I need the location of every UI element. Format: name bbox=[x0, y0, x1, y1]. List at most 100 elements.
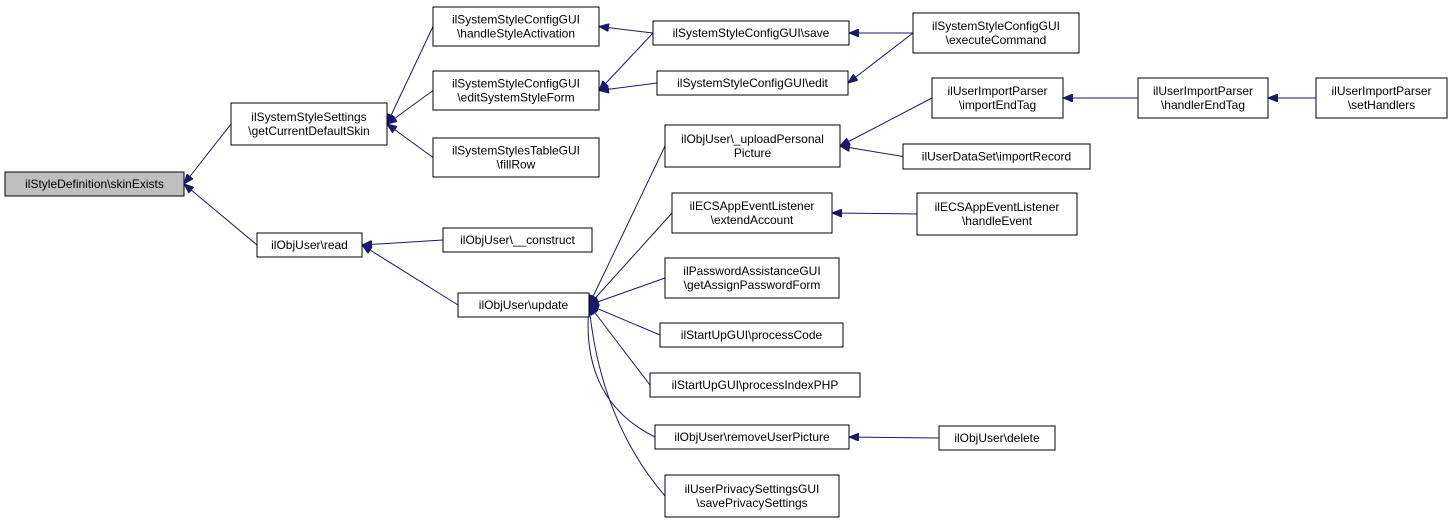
node-label: ilObjUser\__construct bbox=[460, 233, 575, 247]
node-label: \fillRow bbox=[497, 158, 536, 172]
node-box bbox=[656, 70, 849, 96]
node-label: ilStartUpGUI\processIndexPHP bbox=[672, 378, 839, 392]
node-label: \getAssignPasswordForm bbox=[684, 278, 821, 292]
edge-read-to-skinExists bbox=[184, 184, 258, 246]
node-read[interactable]: ilObjUser\read bbox=[256, 232, 363, 258]
node-label: ilSystemStyleConfigGUI bbox=[452, 77, 580, 91]
node-handlerEndTag[interactable]: ilUserImportParser\handlerEndTag bbox=[1137, 77, 1269, 119]
node-extendAccount[interactable]: ilECSAppEventListener\extendAccount bbox=[671, 192, 833, 234]
edge-processCode-to-update bbox=[589, 305, 661, 336]
edge-savePrivacySettings-to-update bbox=[589, 305, 666, 497]
edge-objDelete-to-removeUserPicture bbox=[849, 437, 940, 438]
node-fillRow[interactable]: ilSystemStylesTableGUI\fillRow bbox=[432, 137, 600, 178]
node-label: \setHandlers bbox=[1348, 98, 1415, 112]
node-label: ilSystemStylesTableGUI bbox=[452, 144, 580, 158]
node-label: ilSystemStyleConfigGUI\edit bbox=[677, 76, 828, 90]
node-label: ilSystemStyleConfigGUI bbox=[452, 13, 580, 27]
node-label: \importEndTag bbox=[959, 98, 1036, 112]
node-label: Picture bbox=[734, 146, 772, 160]
node-label: ilSystemStyleSettings bbox=[251, 110, 366, 124]
node-getCurrentDefaultSkin[interactable]: ilSystemStyleSettings\getCurrentDefaultS… bbox=[230, 102, 388, 146]
node-edit[interactable]: ilSystemStyleConfigGUI\edit bbox=[656, 70, 849, 96]
node-box bbox=[916, 192, 1078, 236]
edge-save-to-editSystemStyleForm bbox=[599, 32, 654, 91]
node-label: \handleEvent bbox=[962, 214, 1033, 228]
node-box bbox=[432, 137, 600, 178]
node-label: ilUserImportParser bbox=[1153, 84, 1253, 98]
node-box bbox=[442, 227, 593, 253]
node-handleEvent[interactable]: ilECSAppEventListener\handleEvent bbox=[916, 192, 1078, 236]
node-box bbox=[1137, 77, 1269, 119]
node-label: \editSystemStyleForm bbox=[457, 91, 574, 105]
node-update[interactable]: ilObjUser\update bbox=[457, 292, 590, 318]
node-label: \handlerEndTag bbox=[1161, 98, 1245, 112]
node-label: \executeCommand bbox=[946, 33, 1047, 47]
node-box bbox=[4, 171, 185, 197]
node-label: ilStartUpGUI\processCode bbox=[681, 328, 823, 342]
node-handleStyleActivation[interactable]: ilSystemStyleConfigGUI\handleStyleActiva… bbox=[432, 6, 600, 47]
node-box bbox=[230, 102, 388, 146]
node-save[interactable]: ilSystemStyleConfigGUI\save bbox=[652, 20, 850, 46]
edge-importRecord-to-uploadPersonalPicture bbox=[840, 146, 904, 157]
node-box bbox=[654, 424, 850, 450]
node-box bbox=[902, 143, 1091, 170]
node-layer: ilStyleDefinition\skinExists ilSystemStyl… bbox=[4, 6, 1448, 518]
node-box bbox=[432, 70, 600, 111]
edge-layer bbox=[184, 27, 1316, 497]
node-box bbox=[912, 12, 1080, 54]
node-box bbox=[649, 372, 861, 398]
node-label: ilSystemStyleConfigGUI bbox=[932, 19, 1060, 33]
node-skinExists[interactable]: ilStyleDefinition\skinExists bbox=[4, 171, 185, 197]
edge-construct-to-read bbox=[362, 239, 444, 245]
edge-executeCommand-to-edit bbox=[848, 32, 914, 83]
edge-removeUserPicture-to-update bbox=[588, 305, 656, 438]
node-executeCommand[interactable]: ilSystemStyleConfigGUI\executeCommand bbox=[912, 12, 1080, 54]
node-label: ilObjUser\_uploadPersonal bbox=[681, 132, 824, 146]
node-getAssignPasswordForm[interactable]: ilPasswordAssistanceGUI\getAssignPasswor… bbox=[664, 257, 840, 299]
node-label: ilUserImportParser bbox=[947, 84, 1047, 98]
node-processIndexPHP[interactable]: ilStartUpGUI\processIndexPHP bbox=[649, 372, 861, 398]
node-construct[interactable]: ilObjUser\__construct bbox=[442, 227, 593, 253]
node-box bbox=[256, 232, 363, 258]
node-importRecord[interactable]: ilUserDataSet\importRecord bbox=[902, 143, 1091, 170]
node-box bbox=[652, 20, 850, 46]
node-editSystemStyleForm[interactable]: ilSystemStyleConfigGUI\editSystemStyleFo… bbox=[432, 70, 600, 111]
node-label: ilECSAppEventListener bbox=[935, 200, 1060, 214]
node-box bbox=[931, 77, 1064, 119]
node-removeUserPicture[interactable]: ilObjUser\removeUserPicture bbox=[654, 424, 850, 450]
edge-getAssignPasswordForm-to-update bbox=[589, 277, 666, 305]
node-label: ilObjUser\delete bbox=[954, 431, 1040, 445]
edge-handleStyleActivation-to-getCurrentDefaultSkin bbox=[387, 26, 434, 125]
edge-extendAccount-to-update bbox=[589, 212, 673, 305]
node-label: ilUserImportParser bbox=[1331, 84, 1431, 98]
node-label: \handleStyleActivation bbox=[457, 27, 575, 41]
node-box bbox=[659, 322, 844, 348]
node-label: ilUserDataSet\importRecord bbox=[922, 150, 1071, 164]
edge-processIndexPHP-to-update bbox=[589, 305, 651, 386]
edge-uploadPersonalPicture-to-update bbox=[589, 145, 666, 305]
node-box bbox=[457, 292, 590, 318]
edge-save-to-handleStyleActivation bbox=[599, 27, 654, 34]
node-label: ilPasswordAssistanceGUI bbox=[683, 264, 820, 278]
edge-editSystemStyleForm-to-getCurrentDefaultSkin bbox=[387, 90, 434, 125]
node-importEndTag[interactable]: ilUserImportParser\importEndTag bbox=[931, 77, 1064, 119]
node-box bbox=[671, 192, 833, 234]
node-box bbox=[664, 474, 840, 518]
node-box bbox=[664, 124, 841, 168]
node-label: ilObjUser\read bbox=[271, 238, 348, 252]
node-savePrivacySettings[interactable]: ilUserPrivacySettingsGUI\savePrivacySett… bbox=[664, 474, 840, 518]
edge-update-to-read bbox=[362, 245, 459, 306]
edge-fillRow-to-getCurrentDefaultSkin bbox=[387, 124, 434, 158]
node-objDelete[interactable]: ilObjUser\delete bbox=[938, 425, 1056, 451]
node-processCode[interactable]: ilStartUpGUI\processCode bbox=[659, 322, 844, 348]
node-label: ilObjUser\update bbox=[479, 298, 569, 312]
node-label: ilObjUser\removeUserPicture bbox=[674, 430, 830, 444]
node-setHandlers[interactable]: ilUserImportParser\setHandlers bbox=[1315, 77, 1448, 119]
node-label: \extendAccount bbox=[711, 213, 794, 227]
node-label: \savePrivacySettings bbox=[696, 496, 807, 510]
node-label: ilSystemStyleConfigGUI\save bbox=[673, 26, 830, 40]
node-label: ilECSAppEventListener bbox=[690, 199, 815, 213]
node-label: ilUserPrivacySettingsGUI bbox=[685, 482, 820, 496]
